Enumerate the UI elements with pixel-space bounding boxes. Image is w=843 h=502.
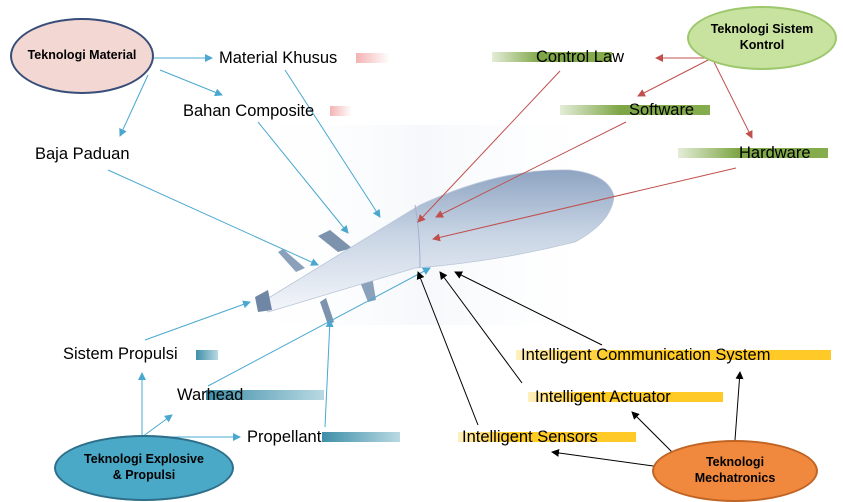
- label-propellant: Propellant: [247, 428, 322, 446]
- arrow-actuator-to-missile: [439, 271, 523, 384]
- label-intelligent-sensors: Intelligent Sensors: [462, 428, 598, 446]
- label-intelligent-communication: Intelligent Communication System: [521, 346, 771, 364]
- bahan-composite-bar: [330, 106, 352, 116]
- arrow-sensors-to-missile: [416, 271, 479, 426]
- hardware-bar: [678, 148, 828, 158]
- arrow-material-to-bahan-composite: [159, 69, 223, 97]
- material-khusus-bar: [356, 53, 390, 63]
- arrow-material-khusus-to-missile: [284, 69, 381, 218]
- arrow-bahan-composite-to-missile: [257, 121, 349, 234]
- missile-fin-rear-bottom: [320, 298, 334, 325]
- software-bar: [560, 105, 710, 115]
- mechatronics-arrows: [416, 271, 744, 469]
- warhead-bar: [206, 390, 324, 400]
- missile-fin-top: [318, 230, 352, 252]
- label-warhead: Warhead: [177, 386, 244, 404]
- oval-teknologi-mechatronics: Teknologi Mechatronics: [652, 440, 818, 502]
- oval-teknologi-material-label: Teknologi Material: [27, 48, 137, 63]
- oval-explosive-line2: & Propulsi: [112, 468, 176, 482]
- oval-kontrol-line2: Kontrol: [739, 38, 785, 52]
- oval-mechatronics-line1: Teknologi: [705, 455, 765, 470]
- label-software: Software: [629, 101, 695, 119]
- arrow-communication-to-missile: [454, 271, 603, 346]
- intelligent-communication-bar: [516, 350, 831, 360]
- oval-kontrol-line1: Teknologi Sistem: [710, 22, 814, 37]
- intelligent-actuator-bar: [528, 392, 723, 402]
- intelligent-sensors-bar: [458, 432, 636, 442]
- arrow-mechatronics-to-sensors: [551, 448, 669, 469]
- missile-fin-rear-top: [278, 249, 305, 272]
- arrow-warhead-to-missile: [207, 267, 431, 387]
- arrow-control-law-to-missile: [417, 70, 561, 223]
- label-material-khusus: Material Khusus: [219, 49, 338, 67]
- arrow-hardware-to-missile: [432, 167, 737, 242]
- arrow-propellant-to-missile: [324, 319, 334, 428]
- arrow-kontrol-to-software: [637, 57, 713, 97]
- arrow-kontrol-to-hardware: [711, 57, 753, 139]
- label-baja-paduan: Baja Paduan: [35, 145, 130, 163]
- label-bahan-composite: Bahan Composite: [183, 102, 315, 120]
- sistem-propulsi-bar: [196, 350, 218, 360]
- label-intelligent-actuator: Intelligent Actuator: [535, 388, 671, 406]
- arrow-sistem-propulsi-to-missile: [144, 300, 251, 341]
- oval-mechatronics-line2: Mechatronics: [694, 471, 776, 485]
- arrow-baja-paduan-to-missile: [107, 169, 319, 266]
- material-arrows: [107, 54, 381, 266]
- missile-nozzle: [255, 290, 272, 312]
- arrow-explosive-to-warhead: [141, 414, 173, 438]
- oval-teknologi-explosive-propulsi: Teknologi Explosive & Propulsi: [54, 435, 234, 501]
- oval-teknologi-sistem-kontrol: Teknologi Sistem Kontrol: [687, 6, 837, 70]
- oval-explosive-line1: Teknologi Explosive: [84, 452, 204, 467]
- label-control-law: Control Law: [536, 48, 625, 66]
- oval-teknologi-material: Teknologi Material: [10, 18, 154, 94]
- arrow-material-to-baja-paduan: [119, 74, 149, 137]
- control-law-bar: [492, 52, 612, 62]
- arrow-software-to-missile: [435, 121, 627, 218]
- label-sistem-propulsi: Sistem Propulsi: [63, 345, 178, 363]
- label-hardware: Hardware: [739, 144, 811, 162]
- arrow-mechatronics-to-communication: [734, 371, 744, 441]
- missile-seam: [414, 204, 421, 269]
- propellant-bar: [322, 432, 400, 442]
